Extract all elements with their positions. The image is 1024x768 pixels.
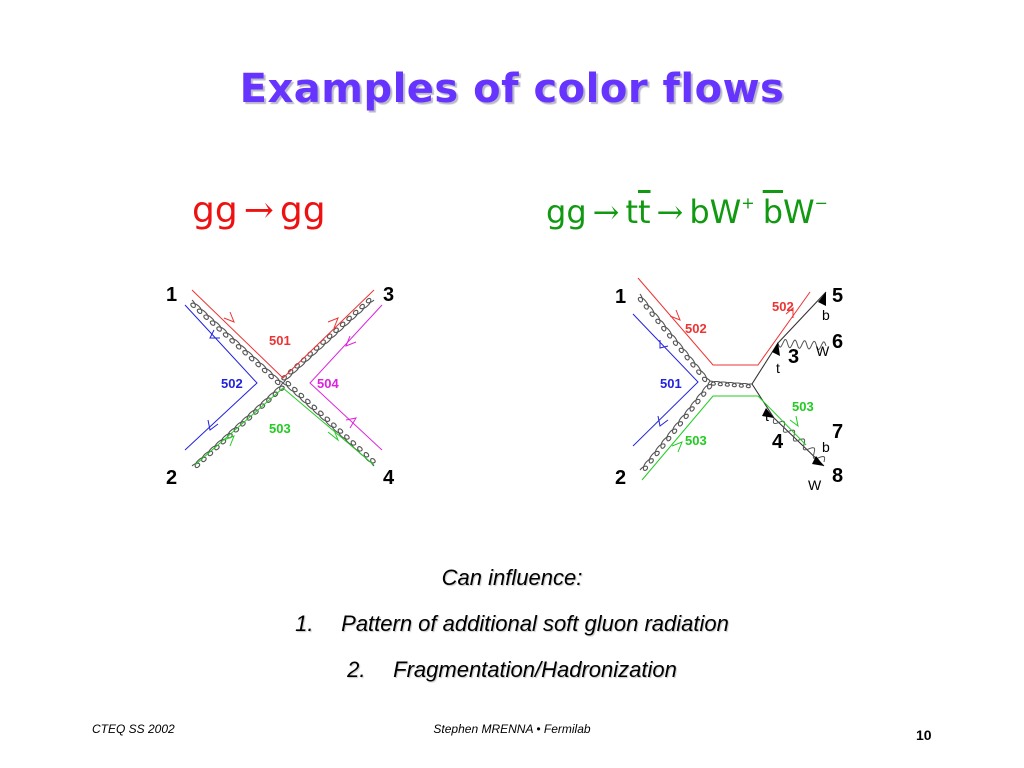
arrowhead-b-bottom <box>812 456 824 466</box>
top-quark-lines <box>751 291 827 467</box>
notes-item-2-text: Fragmentation/Hadronization <box>393 657 677 682</box>
notes-block: Can influence: 1. Pattern of additional s… <box>0 560 1024 698</box>
right-leg-label-3: 3 <box>788 346 799 368</box>
gluon-1 <box>637 293 711 383</box>
process-right-bbar: b <box>762 193 784 231</box>
right-gluon-lines <box>637 293 752 472</box>
color-flow-lines <box>184 289 383 466</box>
process-right-minus-sign: − <box>814 193 829 213</box>
right-flow-label-502: 502 <box>685 321 707 336</box>
arrowhead-t-top <box>772 342 780 356</box>
right-flow-label-503: 503 <box>685 433 707 448</box>
notes-item-1-text: Pattern of additional soft gluon radiati… <box>341 611 729 636</box>
particle-label-w-bottom: W <box>808 477 822 493</box>
process-right-w-minus: W <box>783 193 815 231</box>
notes-item-1: 1. Pattern of additional soft gluon radia… <box>0 606 1024 652</box>
right-leg-label-8: 8 <box>832 465 843 487</box>
notes-item-2: 2. Fragmentation/Hadronization <box>0 652 1024 698</box>
arrowhead-501-out <box>327 317 339 329</box>
arrowhead-504-out <box>345 417 358 429</box>
b-quark-line <box>777 291 827 344</box>
particle-label-b-top: b <box>822 307 830 323</box>
process-right-tbar: t <box>637 193 651 231</box>
arrowhead-501-out <box>657 415 669 427</box>
process-right-arrow-1: → <box>592 193 620 231</box>
arrowhead-t-bottom <box>762 408 774 418</box>
arrowhead-502-in <box>669 309 681 321</box>
leg-label-1: 1 <box>166 284 177 306</box>
particle-label-w-top: W <box>816 343 830 359</box>
flow-503 <box>641 395 807 481</box>
page-number: 10 <box>916 727 932 743</box>
arrowhead-b-top <box>818 292 826 306</box>
process-left-rhs: gg <box>279 190 326 231</box>
process-left-lhs: gg <box>192 190 238 231</box>
diagram-gg-to-gg: 1 2 3 4 501 502 503 504 <box>166 284 395 489</box>
process-right-plus-sign: + <box>741 193 755 213</box>
process-gg-to-ttbar: gg→tt→bW+bW− <box>546 193 828 231</box>
notes-item-2-number: 2. <box>347 657 366 682</box>
flow-501 <box>632 313 699 447</box>
arrowhead-504-in <box>345 335 357 347</box>
process-right-arrow-2: → <box>656 193 684 231</box>
w-plus-line <box>777 338 827 351</box>
notes-heading: Can influence: <box>441 565 583 590</box>
right-leg-label-4: 4 <box>772 431 784 453</box>
arrowhead-502-out <box>207 419 219 431</box>
arrowhead-503-out <box>327 429 340 442</box>
right-leg-label-6: 6 <box>832 331 843 353</box>
flow-arrowheads <box>207 311 358 447</box>
process-right-lhs: gg <box>546 193 587 231</box>
flow-501 <box>191 289 375 379</box>
process-left-arrow: → <box>243 190 274 231</box>
right-leg-label-2: 2 <box>615 467 626 489</box>
flow-502 <box>637 277 811 366</box>
arrowhead-503-out <box>789 415 799 428</box>
notes-item-1-number: 1. <box>295 611 314 636</box>
process-gg-to-gg: gg→gg <box>192 190 326 231</box>
particle-label-t-bottom: t <box>765 408 769 424</box>
process-right-b: b <box>689 193 710 231</box>
right-flow-label-502-top: 502 <box>772 299 794 314</box>
right-leg-label-7: 7 <box>832 421 843 443</box>
arrowhead-502-out <box>785 306 794 318</box>
diagram-gg-to-ttbar: 1 2 3 4 5 6 7 8 502 501 503 502 503 t t … <box>615 277 843 493</box>
arrowhead-502-in <box>209 329 220 339</box>
right-flow-label-503-bottom: 503 <box>792 399 814 414</box>
flow-502 <box>184 304 258 451</box>
right-arrowheads <box>657 292 826 466</box>
gluon-1 <box>190 299 284 386</box>
leg-label-2: 2 <box>166 467 177 489</box>
right-color-flow-lines <box>632 277 811 481</box>
slide-title: Examples of color flows <box>239 66 785 112</box>
gluon-2 <box>639 380 713 472</box>
process-right-w-plus: W <box>709 193 742 231</box>
flow-label-502: 502 <box>221 376 243 391</box>
flow-label-504: 504 <box>317 376 339 391</box>
right-flow-label-501: 501 <box>660 376 682 391</box>
arrowhead-501-in <box>659 340 669 349</box>
arrowhead-503-in <box>671 441 683 453</box>
arrowhead-501-in <box>223 311 235 323</box>
flow-label-501: 501 <box>269 333 291 348</box>
particle-label-t-top: t <box>776 360 780 376</box>
gluon-3 <box>281 297 375 384</box>
gluon-s-channel <box>709 380 752 389</box>
right-leg-label-5: 5 <box>832 285 843 307</box>
process-right-t: t <box>625 193 638 231</box>
gluon-4 <box>282 380 376 467</box>
leg-label-3: 3 <box>383 284 394 306</box>
particle-label-b-bottom: b <box>822 439 830 455</box>
arrowhead-503-in <box>223 435 235 447</box>
footer-left: CTEQ SS 2002 <box>92 722 175 736</box>
footer-center: Stephen MRENNA • Fermilab <box>433 722 591 736</box>
flow-504 <box>309 304 383 451</box>
flow-label-503: 503 <box>269 421 291 436</box>
right-leg-label-1: 1 <box>615 286 626 308</box>
leg-label-4: 4 <box>383 467 395 489</box>
